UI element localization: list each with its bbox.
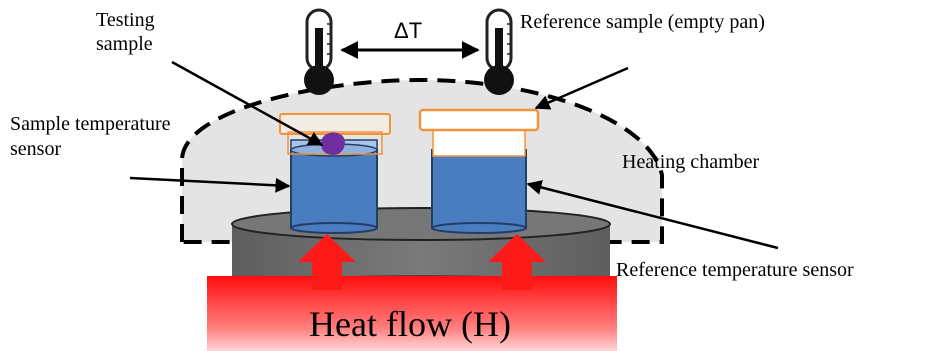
heat-flow-label: Heat flow (H) (309, 304, 511, 344)
reference-sample-pointer (534, 66, 629, 110)
sample-lid (279, 113, 391, 155)
heating-chamber-label: Heating chamber (622, 151, 759, 173)
reference-sensor-pointer (526, 180, 779, 250)
thermometer-right-icon (484, 8, 514, 95)
reference-lid (418, 108, 540, 157)
sample-pan (290, 139, 378, 234)
heat-arrow-right (488, 234, 546, 290)
heat-arrow-left (298, 234, 356, 290)
sample-sensor-pointer (129, 176, 291, 193)
testing-sample-blob (321, 132, 345, 155)
reference-sample-label: Reference sample (empty pan) (520, 11, 765, 33)
sample-temperature-sensor-label: Sample temperature sensor (10, 113, 176, 160)
delta-t-label: ΔT (394, 18, 422, 43)
thermometer-left-icon (304, 8, 334, 95)
testing-sample-label: Testing sample (96, 9, 160, 55)
testing-sample-pointer (171, 60, 324, 147)
reference-pan (431, 149, 527, 234)
heat-flow-bar (207, 276, 617, 351)
reference-temperature-sensor-label: Reference temperature sensor (616, 259, 854, 281)
